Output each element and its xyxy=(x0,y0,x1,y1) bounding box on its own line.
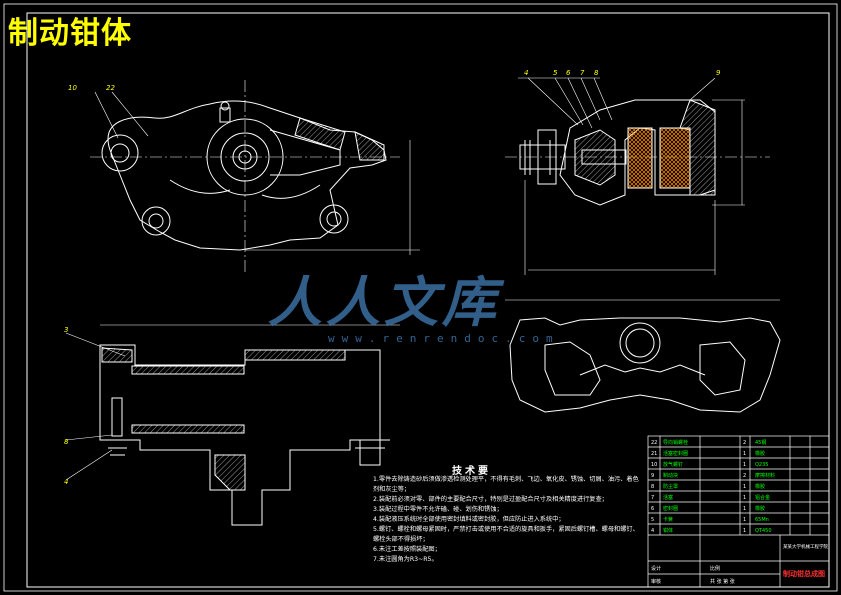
inner-border xyxy=(26,12,830,588)
row-mat: 橡胶 xyxy=(755,450,765,457)
callout-4-top: 4 xyxy=(524,69,528,77)
row-no: 4 xyxy=(651,528,654,534)
row-name: 放气螺钉 xyxy=(663,461,683,468)
callout-6-top: 6 xyxy=(566,69,571,77)
tech-item: 6.未注工差按照装配图； xyxy=(373,546,441,553)
row-name: 活塞 xyxy=(663,494,673,501)
callout-7-top: 7 xyxy=(580,69,585,77)
tech-item: 2.装配前必须对零、部件的主要配合尺寸，特别是过盈配合尺寸及相关精度进行复查； xyxy=(373,496,608,503)
tech-requirements-list: 1.零件去除铸造砂后须做渗透检测处理平，不得有毛刺、飞边、氧化皮、锈蚀、切屑、油… xyxy=(373,475,643,565)
callout-4-bottom: 4 xyxy=(64,478,68,486)
callout-5-top: 5 xyxy=(553,69,558,77)
callout-3-bottom: 3 xyxy=(64,326,68,334)
row-mat: QT450 xyxy=(755,528,772,534)
callout-10: 10 xyxy=(68,84,77,92)
callout-8-bottom: 8 xyxy=(64,438,69,446)
row-qty: 2 xyxy=(743,440,746,446)
outer-border xyxy=(3,3,838,592)
row-no: 22 xyxy=(651,440,657,446)
row-mat: 橡胶 xyxy=(755,483,765,490)
school-name: 某某大学机械工程学院 xyxy=(783,543,828,550)
row-qty: 2 xyxy=(743,473,746,479)
row-qty: 1 xyxy=(743,517,746,523)
caliper-front-view xyxy=(90,80,420,275)
title-block-rows: 22 导向销螺栓 2 45钢 21 活塞密封圈 1 橡胶 10 放气螺钉 1 Q… xyxy=(651,439,828,585)
callout-8-top: 8 xyxy=(594,69,599,77)
row-mat: Q235 xyxy=(755,462,768,468)
row-qty: 1 xyxy=(743,495,746,501)
row-no: 8 xyxy=(651,484,654,490)
row-qty: 1 xyxy=(743,528,746,534)
label-checker: 审核 xyxy=(651,578,661,585)
row-name: 防尘罩 xyxy=(663,483,678,490)
tech-item: 5.螺钉、螺栓和螺母紧固时，严禁打击或使用不合适的旋具和扳手，紧固后螺钉槽、螺母… xyxy=(373,526,639,543)
row-name: 活塞密封圈 xyxy=(663,450,688,457)
caliper-section-view xyxy=(505,77,770,275)
row-mat: 45钢 xyxy=(755,439,766,446)
row-mat: 65Mn xyxy=(755,517,769,523)
callout-9-top: 9 xyxy=(716,69,721,77)
watermark-url: www.renrendoc.com xyxy=(328,332,560,345)
section-callouts: 4 5 6 7 8 9 xyxy=(524,69,721,77)
row-name: 导向销螺栓 xyxy=(663,439,688,446)
row-qty: 1 xyxy=(743,451,746,457)
row-mat: 橡胶 xyxy=(755,505,765,512)
tech-item: 3.装配过程中零件不允许磕、碰、划伤和锈蚀； xyxy=(373,506,503,513)
title-block xyxy=(647,435,830,588)
row-no: 9 xyxy=(651,473,654,479)
row-mat: 铝合金 xyxy=(755,494,770,501)
tech-item: 1.零件去除铸造砂后须做渗透检测处理平，不得有毛刺、飞边、氧化皮、锈蚀、切屑、油… xyxy=(373,476,639,493)
tech-requirements-title: 技术要 xyxy=(452,466,491,477)
row-qty: 1 xyxy=(743,484,746,490)
label-scale: 比例 xyxy=(710,565,720,572)
row-name: 钳体 xyxy=(663,527,673,534)
watermark-logo: 人人文库 xyxy=(268,270,500,334)
row-qty: 1 xyxy=(743,462,746,468)
brake-pad-view xyxy=(505,299,781,413)
drawing-name: 制动钳总成图 xyxy=(783,569,825,578)
row-qty: 1 xyxy=(743,506,746,512)
label-designer: 设计 xyxy=(651,565,661,572)
row-name: 卡簧 xyxy=(663,516,673,523)
row-mat: 摩擦材料 xyxy=(755,472,775,479)
caliper-top-view xyxy=(65,324,400,526)
row-no: 6 xyxy=(651,506,654,512)
drawing-title: 制动钳体 xyxy=(8,16,132,51)
row-no: 7 xyxy=(651,495,654,501)
row-name: 制动块 xyxy=(663,472,678,479)
row-no: 21 xyxy=(651,451,657,457)
row-no: 10 xyxy=(651,462,657,468)
tech-item: 4.装配液压系统时全部使用密封填料或密封胶，但应防止进入系统中； xyxy=(373,516,565,523)
callout-22: 22 xyxy=(106,84,115,92)
tech-item: 7.未注圆角为R3~R5。 xyxy=(373,556,438,563)
row-no: 5 xyxy=(651,517,654,523)
label-sheet: 共 张 第 张 xyxy=(710,578,735,585)
row-name: 密封圈 xyxy=(663,505,678,512)
